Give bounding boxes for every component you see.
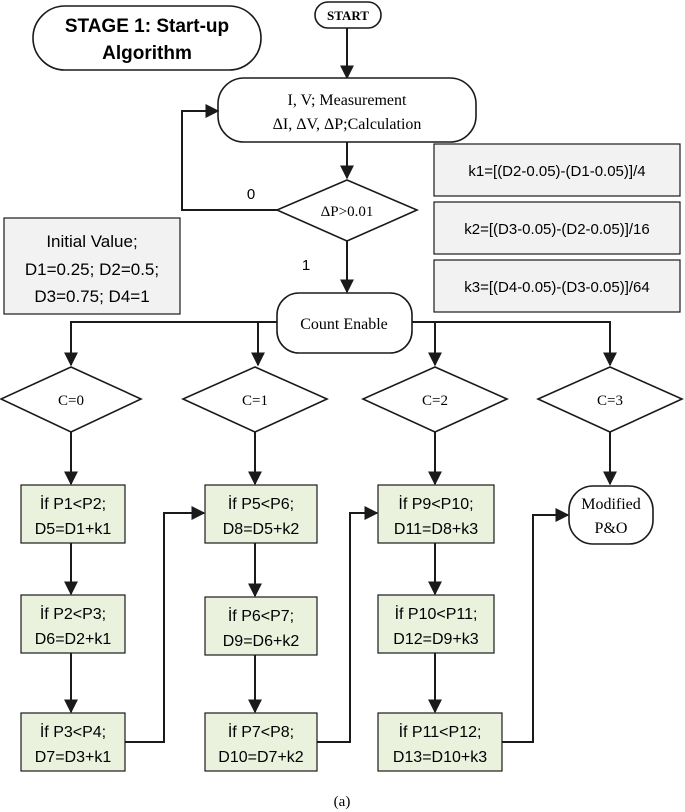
col1-step3-line2: D7=D3+k1 xyxy=(35,749,112,766)
title-line-1: STAGE 1: Start-up xyxy=(65,16,229,37)
col1-step2-line2: D6=D2+k1 xyxy=(35,631,112,648)
k3-formula: k3=[(D4-0.05)-(D3-0.05)]/64 xyxy=(464,279,650,296)
count-enable-node: Count Enable xyxy=(276,292,413,354)
decision-c2: C=2 xyxy=(361,366,509,433)
col1-step3: İf P3<P4; D7=D3+k1 xyxy=(20,712,126,772)
initial-value-line-1: Initial Value; xyxy=(46,232,137,251)
delta-p-decision: ΔP>0.01 xyxy=(274,179,420,242)
col3-step2: İf P10<P11; D12=D9+k3 xyxy=(377,594,495,654)
decision-c1: C=1 xyxy=(181,366,329,433)
col2-step2-line1: İf P6<P7; xyxy=(228,606,294,625)
modified-po-shape xyxy=(568,485,654,545)
measurement-line-2: ΔI, ΔV, ΔP;Calculation xyxy=(273,116,422,133)
delta-p-condition: ΔP>0.01 xyxy=(321,204,374,220)
col3-step3-shape xyxy=(377,712,503,772)
modified-po-line1: Modified xyxy=(581,496,641,513)
start-label: START xyxy=(327,8,369,23)
col3-step2-shape xyxy=(377,594,495,654)
col2-step1-line2: D8=D5+k2 xyxy=(223,521,300,538)
col3-step3-line1: İf P11<P12; xyxy=(399,722,482,741)
measurement-node: I, V; Measurement ΔI, ΔV, ΔP;Calculation xyxy=(217,77,477,143)
c2-label: C=2 xyxy=(422,393,448,409)
col1-step2-shape xyxy=(20,594,126,654)
decision-yes-label: 1 xyxy=(302,257,310,274)
arrow-col2-to-col3 xyxy=(317,506,379,743)
col2-step3-line1: İf P7<P8; xyxy=(228,722,294,741)
col3-step1-line1: İf P9<P10; xyxy=(398,494,473,513)
k1-formula-shape xyxy=(433,143,681,197)
col1-step3-shape xyxy=(20,712,126,772)
title-line-2: Algorithm xyxy=(102,43,192,64)
col3-step1: İf P9<P10; D11=D8+k3 xyxy=(377,484,495,544)
modified-po-line2: P&O xyxy=(595,520,628,537)
decision-no-label: 0 xyxy=(247,186,255,203)
k1-formula: k1=[(D2-0.05)-(D1-0.05)]/4 xyxy=(468,163,645,180)
k2-formula-shape xyxy=(433,201,681,255)
col1-step1: İf P1<P2; D5=D1+k1 xyxy=(20,484,126,544)
col1-step2: İf P2<P3; D6=D2+k1 xyxy=(20,594,126,654)
col3-step1-line2: D11=D8+k3 xyxy=(394,521,478,538)
col2-step3-line2: D10=D7+k2 xyxy=(218,749,303,766)
decision-c3: C=3 xyxy=(536,366,684,433)
initial-value-line-3: D3=0.75; D4=1 xyxy=(34,287,149,306)
col2-step1: İf P5<P6; D8=D5+k2 xyxy=(204,484,318,544)
modified-po-node: Modified P&O xyxy=(568,485,654,545)
col1-step1-line2: D5=D1+k1 xyxy=(35,521,112,538)
c1-label: C=1 xyxy=(242,393,268,409)
initial-value-line-2: D1=0.25; D2=0.5; xyxy=(25,260,159,279)
title-terminator-shape xyxy=(32,5,262,71)
col3-step3: İf P11<P12; D13=D10+k3 xyxy=(377,712,503,772)
col3-step1-shape xyxy=(377,484,495,544)
col2-step2-line2: D9=D6+k2 xyxy=(223,633,300,650)
col1-step1-line1: İf P1<P2; xyxy=(40,494,106,513)
col3-step2-line2: D12=D9+k3 xyxy=(393,631,478,648)
count-enable-label: Count Enable xyxy=(300,316,388,333)
start-node: START xyxy=(314,1,382,29)
arrow-loop-back-to-measure xyxy=(181,104,277,211)
col1-step2-line1: İf P2<P3; xyxy=(40,604,106,623)
initial-value-box: Initial Value; D1=0.25; D2=0.5; D3=0.75;… xyxy=(3,217,181,315)
decision-c0: C=0 xyxy=(0,366,143,433)
title-box: STAGE 1: Start-up Algorithm xyxy=(32,5,262,71)
arrow-col1-to-col2 xyxy=(125,506,206,743)
arrow-count-to-c1 xyxy=(251,321,266,367)
c3-label: C=3 xyxy=(597,393,623,409)
col2-step1-shape xyxy=(204,484,318,544)
col2-step3: İf P7<P8; D10=D7+k2 xyxy=(204,712,318,772)
col2-step2-shape xyxy=(204,596,318,656)
initial-value-shape xyxy=(3,217,181,315)
col1-step1-shape xyxy=(20,484,126,544)
k3-formula-shape xyxy=(433,259,681,313)
k2-formula: k2=[(D3-0.05)-(D2-0.05)]/16 xyxy=(464,221,650,238)
figure-caption: (a) xyxy=(334,794,351,810)
col1-step3-line1: İf P3<P4; xyxy=(40,722,106,741)
col2-step1-line1: İf P5<P6; xyxy=(228,494,294,513)
col3-step3-line2: D13=D10+k3 xyxy=(393,749,487,766)
col2-step2: İf P6<P7; D9=D6+k2 xyxy=(204,596,318,656)
arrow-count-to-c2 xyxy=(412,321,442,367)
k-formula-boxes: k1=[(D2-0.05)-(D1-0.05)]/4 k2=[(D3-0.05)… xyxy=(433,143,681,313)
arrow-count-to-c0 xyxy=(64,321,277,367)
col2-step3-shape xyxy=(204,712,318,772)
measurement-line-1: I, V; Measurement xyxy=(288,92,407,109)
arrow-col3-to-modified xyxy=(502,508,570,743)
arrow-count-to-c3 xyxy=(412,321,617,367)
col3-step2-line1: İf P10<P11; xyxy=(395,604,478,623)
c0-label: C=0 xyxy=(58,393,84,409)
